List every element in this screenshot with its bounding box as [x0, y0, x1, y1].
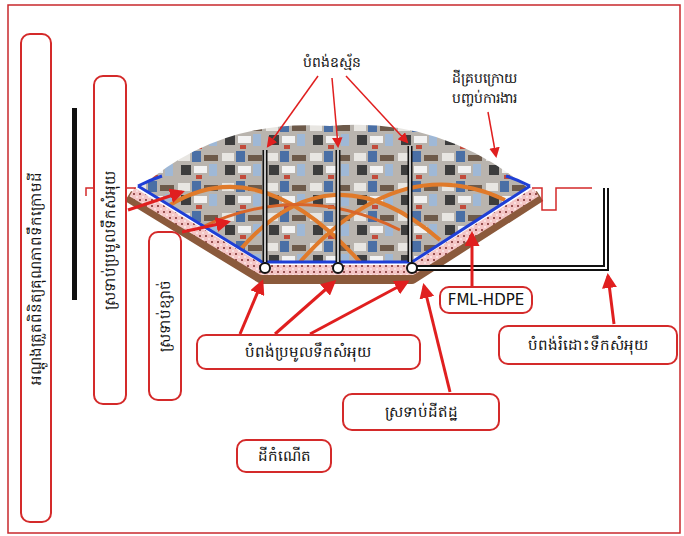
part-label: បំពង់ឧស្ម័ន — [303, 52, 361, 72]
callout-text: ស្រទាប់ខ្សាច់ — [154, 280, 177, 352]
callout-text: ដីកំណើត — [258, 445, 311, 468]
callout-text: ស្រទាប់ប្រមូលទឹកសំអុយ — [99, 171, 122, 310]
callout-box: ស្រទាប់ខ្សាច់ — [148, 231, 182, 401]
callout-text: FML-HDPE — [448, 289, 524, 312]
callout-box: បំពង់ប្រមូលទឹកសំអុយ — [196, 334, 421, 370]
callout-text: អណ្ដូងត្រួតពិនិត្យគុណភាពទឹកក្រោមដី — [25, 172, 48, 385]
callout-text: ស្រទាប់ដីឥដ្ឋ — [385, 401, 458, 424]
part-label: ដីគ្របក្រោយ បញ្ចប់ការងារ — [436, 68, 532, 109]
callout-box: ដីកំណើត — [236, 439, 332, 473]
callout-box: ស្រទាប់ប្រមូលទឹកសំអុយ — [93, 75, 127, 405]
callout-text: បំពង់រំដោះទឹកសំអុយ — [528, 334, 648, 357]
callout-box: ស្រទាប់ដីឥដ្ឋ — [342, 393, 500, 431]
callout-box: FML-HDPE — [439, 286, 533, 315]
callout-box: បំពង់រំដោះទឹកសំអុយ — [498, 325, 678, 365]
callout-text: បំពង់ប្រមូលទឹកសំអុយ — [245, 341, 371, 364]
callout-box: អណ្ដូងត្រួតពិនិត្យគុណភាពទឹកក្រោមដី — [20, 33, 52, 523]
